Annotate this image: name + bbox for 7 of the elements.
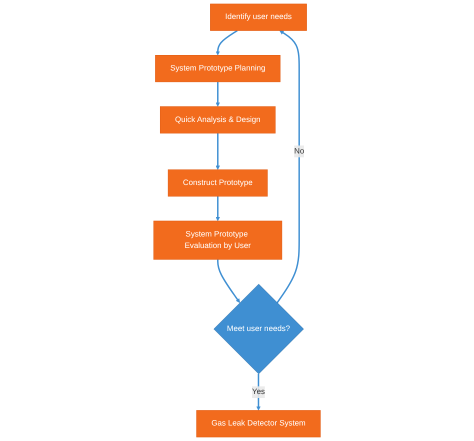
arrow <box>216 82 220 107</box>
arrow <box>217 259 240 303</box>
arrow <box>276 30 300 304</box>
arrow <box>216 30 238 56</box>
arrow <box>216 133 220 170</box>
arrow <box>256 374 261 411</box>
arrow <box>216 196 220 222</box>
